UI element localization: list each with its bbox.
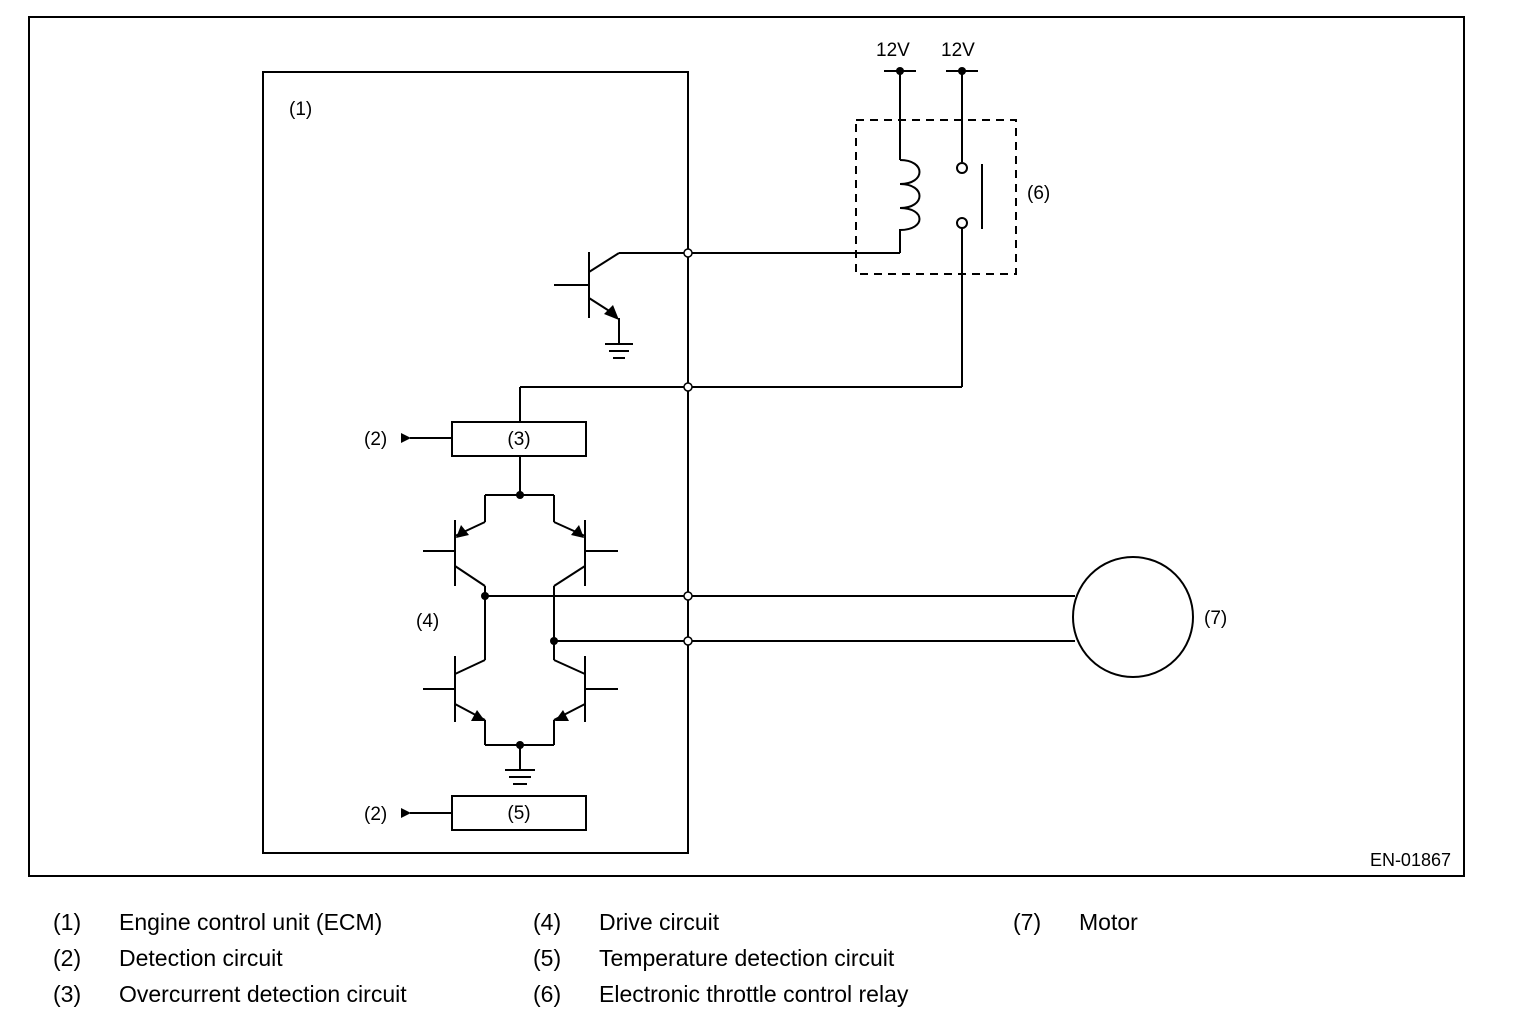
legend-number: (4): [533, 909, 562, 935]
relay-contact-bottom: [956, 217, 968, 229]
relay-coil: [899, 159, 921, 253]
h-bridge-emitter-arrows: [456, 525, 584, 721]
ecm-box: [262, 71, 689, 854]
motor: [1072, 556, 1194, 678]
legend-number: (3): [53, 981, 82, 1007]
relay-label: (6): [1027, 183, 1050, 204]
legend-text: Detection circuit: [119, 945, 283, 971]
overcurrent-block-label: (3): [507, 429, 530, 450]
motor-label: (7): [1204, 608, 1227, 629]
figure-code: EN-01867: [1370, 850, 1451, 870]
legend-number: (5): [533, 945, 562, 971]
legend-text: Temperature detection circuit: [599, 945, 895, 971]
wiring: [484, 228, 1075, 770]
h-bridge-transistors: [423, 520, 618, 722]
legend-text: Electronic throttle control relay: [599, 981, 909, 1007]
supply-label-right: 12V: [941, 40, 975, 61]
diagram-frame: [28, 16, 1465, 877]
legend: (1) Engine control unit (ECM) (2) Detect…: [0, 900, 1520, 1028]
detection-label-top: (2): [364, 429, 387, 450]
relay-contact-top: [956, 162, 968, 174]
legend-number: (6): [533, 981, 562, 1007]
legend-number: (1): [53, 909, 82, 935]
legend-text: Drive circuit: [599, 909, 720, 935]
legend-number: (2): [53, 945, 82, 971]
legend-number: (7): [1013, 909, 1042, 935]
detection-label-bottom: (2): [364, 804, 387, 825]
supply-label-left: 12V: [876, 40, 910, 61]
drive-label: (4): [416, 611, 439, 632]
junction-dots: [481, 491, 558, 749]
relay-box: [855, 119, 1017, 275]
relay-driver-transistor: [554, 252, 633, 359]
legend-text: Motor: [1079, 909, 1138, 935]
supply-terminals: [884, 70, 978, 162]
bridge-ground-icon: [505, 769, 535, 785]
legend-text: Overcurrent detection circuit: [119, 981, 407, 1007]
circuit-diagram: (1) 12V 12V (6): [28, 16, 1465, 877]
ecm-label: (1): [289, 99, 312, 120]
temperature-block-label: (5): [507, 803, 530, 824]
legend-text: Engine control unit (ECM): [119, 909, 383, 935]
ecm-connectors: [683, 248, 693, 646]
